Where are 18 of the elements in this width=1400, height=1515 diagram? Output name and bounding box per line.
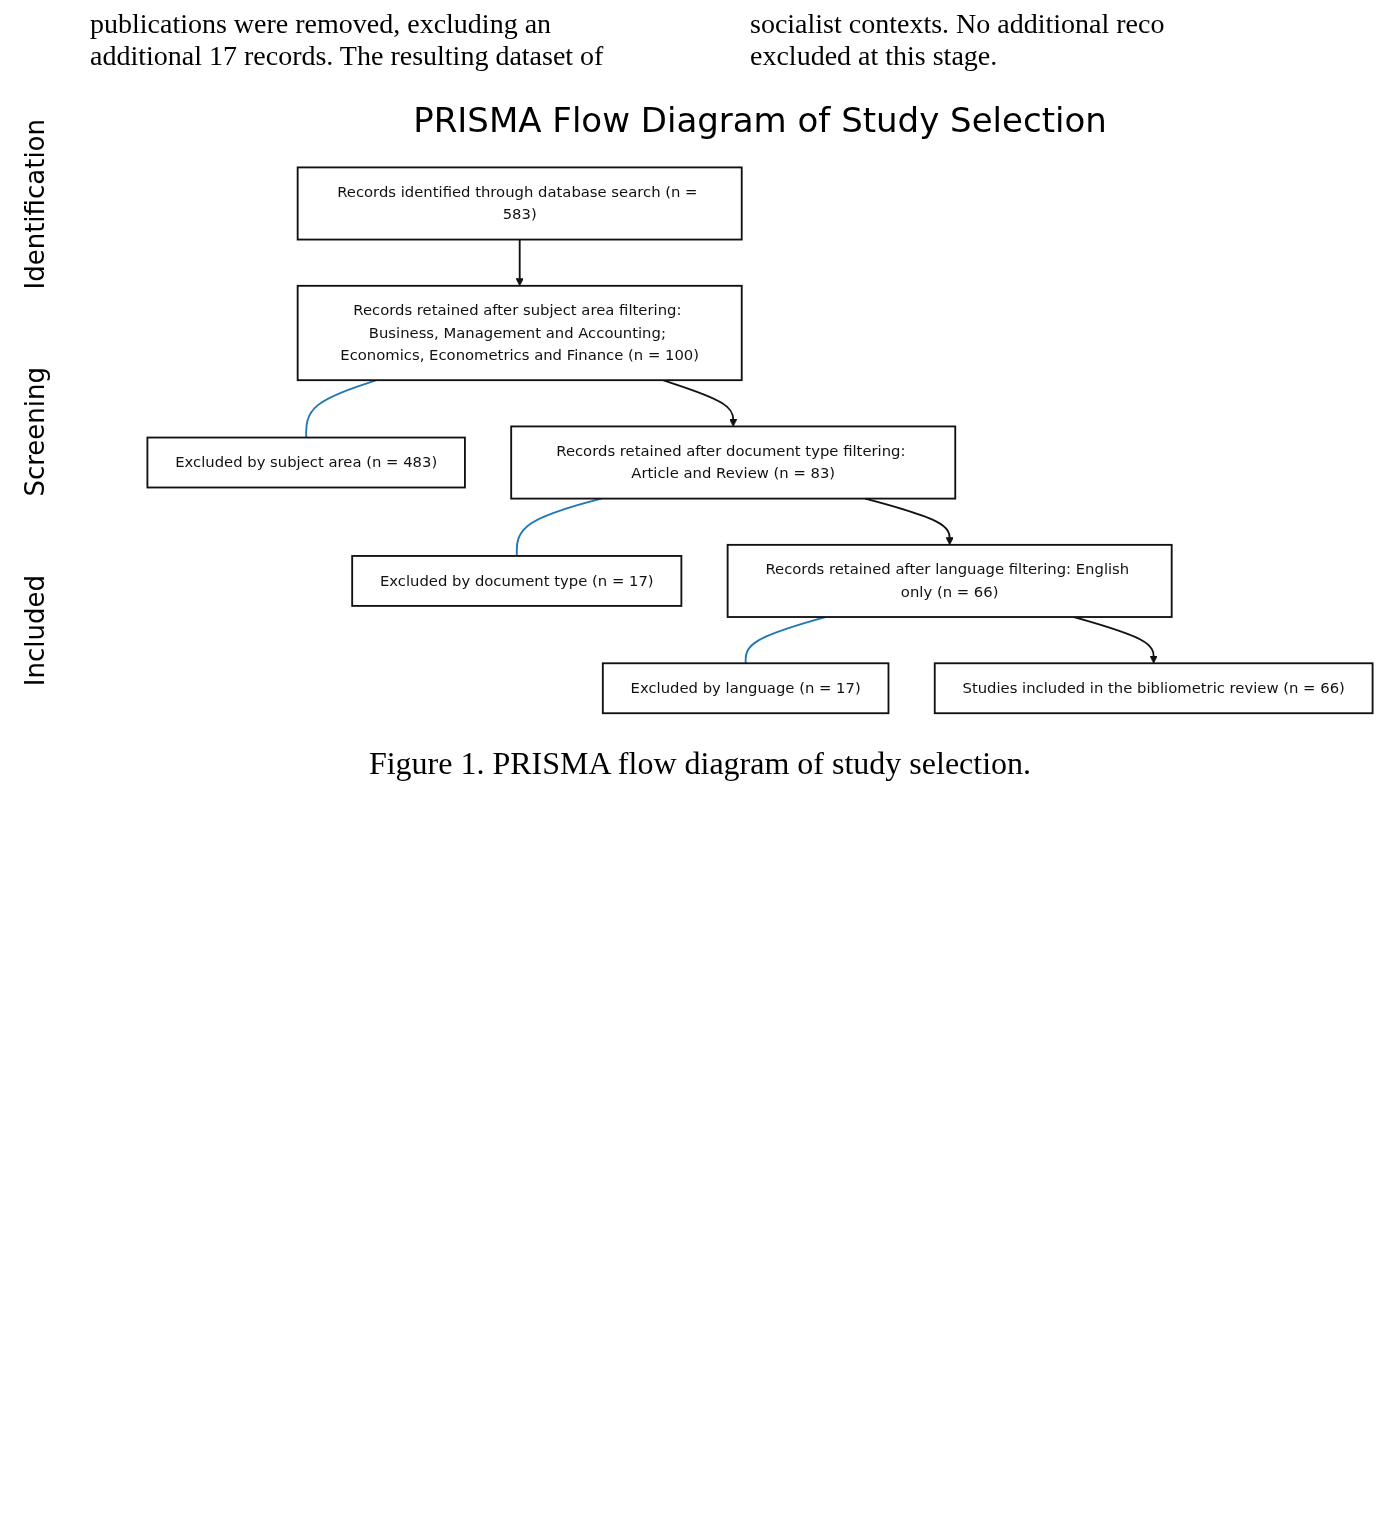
diagram-title: PRISMA Flow Diagram of Study Selection xyxy=(412,100,1108,140)
node-box: Records retained after subject area filtering: Business, Management and Accounting; Economics, Econometrics and Finance (n = 100) xyxy=(296,284,743,382)
node-box: Studies included in the bibliometric review (n = 66) xyxy=(933,662,1374,715)
node-box: Records retained after document type filtering: Article and Review (n = 83) xyxy=(510,425,957,500)
node-box: Excluded by document type (n = 17) xyxy=(351,555,683,607)
body-text-line: additional 17 records. The resulting dataset of xyxy=(90,40,605,72)
stage-label: Included xyxy=(20,574,51,686)
node-box: Excluded by language (n = 17) xyxy=(601,662,890,715)
arrow xyxy=(515,238,524,287)
body-text-line: socialist contexts. No additional reco xyxy=(750,8,1166,40)
body-text-line: publications were removed, excluding an xyxy=(90,8,553,40)
node-box: Records identified through database search (n = 583) xyxy=(296,166,743,241)
node-box: Excluded by subject area (n = 483) xyxy=(146,436,466,489)
body-text-line: excluded at this stage. xyxy=(750,40,999,72)
node-box: Records retained after language filtering: English only (n = 66) xyxy=(726,543,1173,618)
figure-caption: Figure 1. PRISMA flow diagram of study selection. xyxy=(367,744,1033,782)
stage-label: Identification xyxy=(20,118,51,290)
stage-label: Screening xyxy=(20,367,51,497)
